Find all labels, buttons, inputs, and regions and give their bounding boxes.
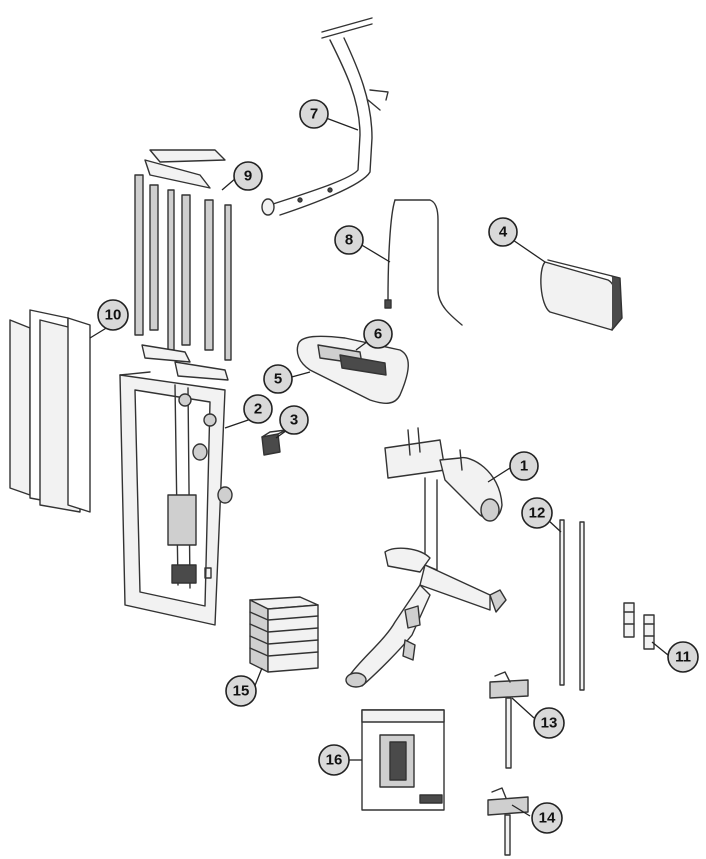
callout-13: 13 [533,707,565,739]
callout-label-11: 11 [675,649,691,666]
part-9-shroud-frame [134,149,232,381]
callout-9: 9 [233,161,263,191]
callout-label-13: 13 [541,715,558,732]
callout-label-14: 14 [539,810,556,827]
callout-label-4: 4 [499,224,508,241]
callout-11: 11 [667,641,699,673]
callout-2: 2 [243,394,273,424]
callout-label-7: 7 [310,106,318,123]
part-5-6-top-cover [296,335,409,404]
callout-label-1: 1 [520,458,528,475]
callout-8: 8 [334,225,364,255]
callout-label-3: 3 [290,412,298,429]
part-10-side-panels [9,309,91,513]
part-12-guide-rods [559,519,585,691]
part-7-handle-arm [261,17,389,216]
callout-5: 5 [263,364,293,394]
callout-3: 3 [279,405,309,435]
part-3-bracket [261,429,287,456]
callout-15: 15 [225,675,257,707]
part-16-owners-manual [361,709,445,811]
callout-label-5: 5 [274,371,282,388]
callout-6: 6 [363,319,393,349]
callout-label-9: 9 [244,168,252,185]
callout-10: 10 [97,299,129,331]
part-1-base-frame [345,427,507,688]
callout-4: 4 [488,217,518,247]
callout-label-15: 15 [233,683,250,700]
part-4-seat-pad [540,259,623,331]
callout-label-2: 2 [254,401,262,418]
callout-14: 14 [531,802,563,834]
part-2-main-frame [119,371,233,626]
part-15-weight-stack [249,596,319,673]
part-8-cable [384,199,463,326]
callout-label-16: 16 [326,752,343,769]
callout-12: 12 [521,497,553,529]
callout-7: 7 [299,99,329,129]
part-11-bushings [623,602,655,650]
callout-1: 1 [509,451,539,481]
part-13-selector-top [489,671,529,769]
callout-label-6: 6 [374,326,382,343]
callout-label-12: 12 [529,505,546,522]
part-14-selector-stem [487,787,529,856]
callout-label-8: 8 [345,232,353,249]
callout-label-10: 10 [105,307,122,324]
callout-16: 16 [318,744,350,776]
